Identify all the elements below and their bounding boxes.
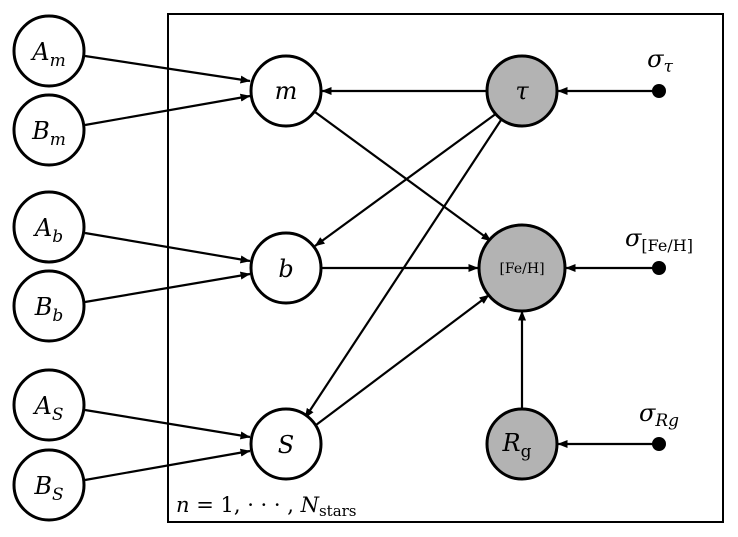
- svg-text:Ab: Ab: [33, 214, 63, 247]
- svg-text:AS: AS: [33, 392, 64, 425]
- svg-text:στ: στ: [647, 45, 673, 77]
- node-Rg: Rg: [485, 407, 559, 481]
- node-B-S: BS: [12, 448, 86, 522]
- const-sigma-tau: στ: [647, 45, 673, 98]
- node-B-m-sub: m: [50, 130, 66, 150]
- edge-Bb-to-b: [84, 271, 251, 304]
- edge-S-to-feh: [315, 294, 490, 426]
- node-B-b: Bb: [12, 269, 86, 343]
- svg-text:Bm: Bm: [31, 117, 66, 150]
- edge-Ab-to-b: [84, 231, 251, 264]
- node-S: S: [249, 407, 323, 481]
- node-b: b: [249, 231, 323, 305]
- node-B-S-main: B: [33, 472, 52, 500]
- node-A-m: Am: [12, 14, 86, 88]
- const-sigma-feh: σ[Fe/H]: [625, 224, 693, 275]
- svg-text:BS: BS: [33, 472, 63, 505]
- node-A-m-main: A: [30, 38, 49, 66]
- plate-label-range: = 1, · · · ,: [190, 493, 301, 517]
- edge-Am-to-m: [84, 54, 251, 84]
- const-sigma-Rg: σRg: [639, 399, 679, 451]
- edge-AS-to-S: [84, 408, 251, 440]
- node-A-b: Ab: [12, 190, 86, 264]
- node-feh-label: [Fe/H]: [499, 261, 544, 277]
- svg-text:Rg: Rg: [502, 429, 532, 462]
- plate-label-N: N: [300, 493, 320, 517]
- node-A-S-sub: S: [52, 405, 64, 425]
- node-A-S-main: A: [33, 392, 52, 420]
- node-Rg-main: R: [502, 429, 521, 457]
- svg-text:Am: Am: [30, 38, 65, 71]
- node-B-S-sub: S: [52, 485, 64, 505]
- node-m-label: m: [275, 77, 298, 105]
- svg-text:σRg: σRg: [639, 399, 679, 431]
- plate-label-sub: stars: [319, 502, 357, 520]
- node-B-m-main: B: [31, 117, 50, 145]
- node-B-b-main: B: [34, 293, 53, 321]
- node-tau-label: τ: [515, 77, 529, 105]
- const-sigma-tau-main: σ: [647, 45, 664, 73]
- node-b-label: b: [278, 255, 293, 283]
- node-A-b-sub: b: [52, 227, 63, 247]
- edges: [84, 54, 659, 482]
- const-sigma-tau-sub: τ: [663, 57, 673, 77]
- node-feh: [Fe/H]: [477, 223, 567, 313]
- node-Rg-sub: g: [521, 442, 532, 462]
- node-A-S: AS: [12, 368, 86, 442]
- plate-box: [167, 13, 724, 523]
- const-sigma-Rg-main: σ: [639, 399, 656, 427]
- node-tau: τ: [485, 54, 559, 128]
- edge-BS-to-S: [84, 448, 251, 482]
- svg-text:Bb: Bb: [34, 293, 64, 326]
- node-A-m-sub: m: [50, 51, 66, 71]
- const-sigma-feh-main: σ: [625, 224, 642, 252]
- const-sigma-feh-sub: [Fe/H]: [641, 236, 693, 255]
- node-m: m: [249, 54, 323, 128]
- edge-Bm-to-m: [84, 93, 251, 127]
- node-A-b-main: A: [33, 214, 52, 242]
- node-B-b-sub: b: [52, 306, 63, 326]
- const-sigma-Rg-sub: Rg: [654, 411, 679, 431]
- edge-m-to-feh: [314, 111, 492, 242]
- plate-label: n = 1, · · · , Nstars: [176, 493, 357, 520]
- plate-label-n: n: [176, 493, 190, 517]
- svg-text:σ[Fe/H]: σ[Fe/H]: [625, 224, 693, 255]
- node-B-m: Bm: [12, 93, 86, 167]
- node-S-label: S: [278, 431, 294, 459]
